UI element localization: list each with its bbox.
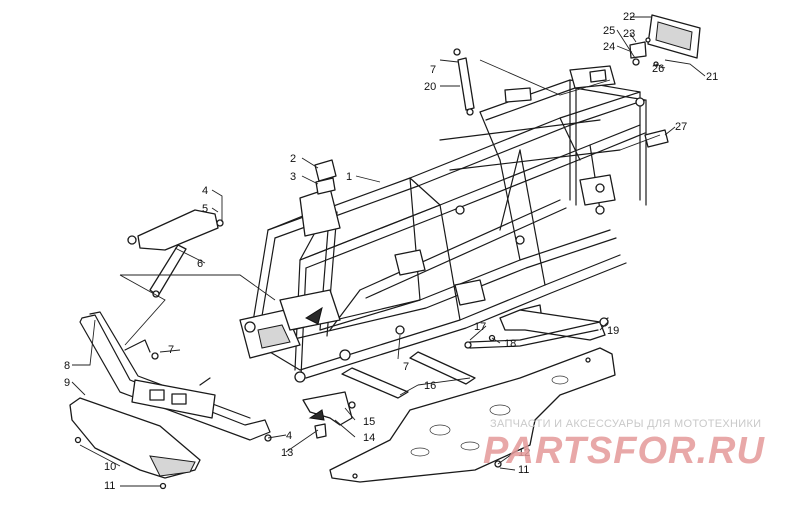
callout-18: 18 bbox=[504, 338, 516, 350]
main-frame bbox=[239, 65, 647, 383]
callout-25: 25 bbox=[603, 25, 615, 37]
callout-17: 17 bbox=[474, 321, 486, 333]
front-bumper bbox=[79, 311, 272, 442]
front-brace bbox=[149, 244, 187, 298]
front-upper-bracket bbox=[127, 209, 224, 251]
callout-4-upper: 4 bbox=[202, 185, 208, 197]
callout-16: 16 bbox=[424, 380, 436, 392]
callout-22: 22 bbox=[623, 11, 635, 23]
callout-19: 19 bbox=[607, 325, 619, 337]
callout-9: 9 bbox=[64, 377, 70, 389]
tail-light-assembly bbox=[629, 14, 701, 67]
leader-lines bbox=[71, 16, 706, 487]
right-footrest bbox=[464, 309, 609, 349]
callout-21: 21 bbox=[706, 71, 718, 83]
callout-6: 6 bbox=[197, 258, 203, 270]
callout-14: 14 bbox=[363, 432, 375, 444]
callout-13: 13 bbox=[281, 447, 293, 459]
callout-11-right: 11 bbox=[518, 464, 529, 476]
floor-strips bbox=[341, 351, 476, 399]
callout-20: 20 bbox=[424, 81, 436, 93]
callout-5: 5 bbox=[202, 203, 208, 215]
rear-support-bar bbox=[453, 48, 475, 116]
front-skid-plate bbox=[69, 397, 201, 490]
callout-24: 24 bbox=[603, 41, 615, 53]
floor-pan bbox=[329, 347, 616, 483]
callout-27: 27 bbox=[675, 121, 687, 133]
callout-12: 12 bbox=[518, 447, 530, 459]
callout-23: 23 bbox=[623, 28, 635, 40]
footrest-bracket bbox=[302, 391, 356, 439]
callout-1: 1 bbox=[346, 171, 352, 183]
callout-numbers: 1 2 3 4 5 6 7 7 7 8 9 10 11 11 12 4 13 1… bbox=[64, 11, 718, 492]
callout-7-left: 7 bbox=[168, 344, 174, 356]
watermark-tagline: ЗАПЧАСТИ И АКСЕССУАРЫ ДЛЯ МОТОТЕХНИКИ bbox=[490, 418, 762, 430]
callout-8: 8 bbox=[64, 360, 70, 372]
frame-decal bbox=[644, 129, 669, 148]
callout-10: 10 bbox=[104, 461, 116, 473]
callout-2: 2 bbox=[290, 153, 296, 165]
watermark-logo: PARTSFOR.RU bbox=[483, 430, 765, 472]
callout-26: 26 bbox=[652, 63, 664, 75]
callout-15: 15 bbox=[363, 416, 375, 428]
steering-bracket bbox=[314, 159, 337, 195]
callout-7-rear: 7 bbox=[430, 64, 436, 76]
callout-3: 3 bbox=[290, 171, 296, 183]
callout-4-lower: 4 bbox=[286, 430, 292, 442]
callout-7-center: 7 bbox=[403, 361, 409, 373]
callout-11-left: 11 bbox=[104, 480, 115, 492]
